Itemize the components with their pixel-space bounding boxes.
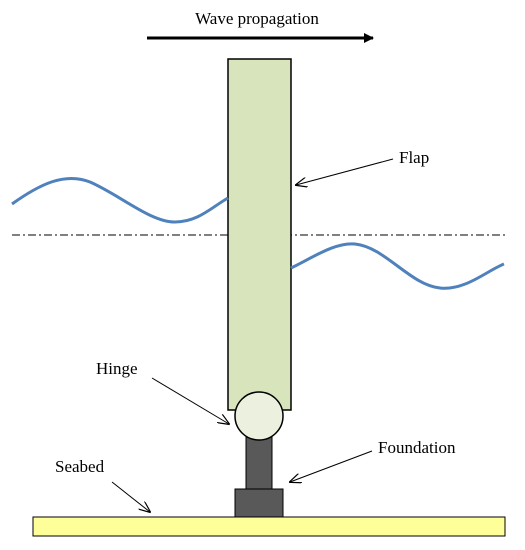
wave-left — [11, 177, 229, 224]
hinge-pointer — [151, 377, 229, 424]
foundation-label: Foundation — [378, 438, 456, 457]
foundation-base — [234, 488, 284, 518]
foundation-pillar — [245, 435, 273, 490]
foundation-pointer — [290, 450, 373, 482]
flap-pointer — [296, 158, 394, 185]
wave-right — [290, 242, 505, 290]
seabed-label: Seabed — [55, 457, 105, 476]
seabed — [32, 516, 506, 537]
flap-label: Flap — [399, 148, 429, 167]
flap — [227, 58, 292, 411]
wave-propagation-label: Wave propagation — [195, 9, 319, 28]
hinge — [234, 391, 284, 441]
seabed-pointer — [111, 481, 150, 512]
hinge-label: Hinge — [96, 359, 138, 378]
